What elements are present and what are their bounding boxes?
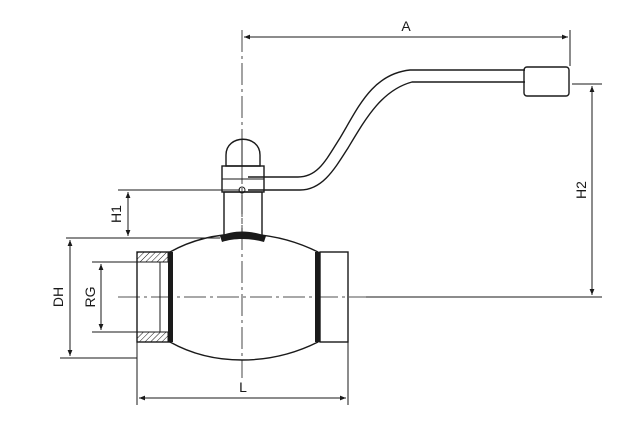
dimension-h2-label: H2 [573,181,589,199]
dimension-h1: H1 [66,189,240,239]
dimension-h1-label: H1 [108,205,124,223]
dimension-rg-label: RG [82,287,98,308]
left-end-fitting [136,251,171,343]
valve-body [168,231,320,361]
dimension-rg: RG [82,261,137,333]
dimension-l-label: L [239,379,247,395]
stem-neck [223,191,263,238]
valve-handle [248,66,570,191]
dimension-h2: H2 [366,83,602,298]
dimension-dh-label: DH [50,287,66,307]
dimension-a-label: A [401,18,411,34]
right-end-pipe [319,251,349,343]
dimension-l: L [136,342,349,405]
dimension-dh: DH [50,240,137,359]
dimension-a: A [244,18,571,66]
stem-cap [221,138,265,194]
